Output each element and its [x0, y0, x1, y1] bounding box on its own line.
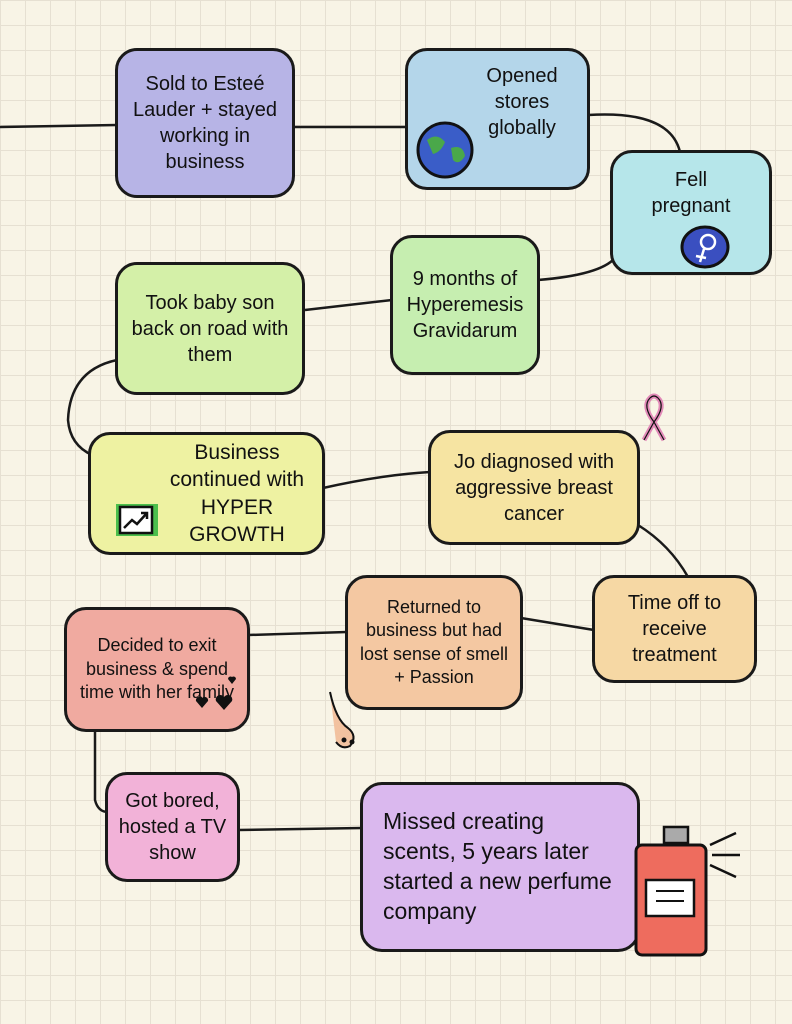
event-tv: Got bored, hosted a TV show [105, 772, 240, 882]
event-text: Missed creating scents, 5 years later st… [383, 808, 612, 924]
event-text: Business continued with HYPER GROWTH [169, 440, 305, 546]
event-diagnosed: Jo diagnosed with aggressive breast canc… [428, 430, 640, 545]
event-sold: Sold to Esteé Lauder + stayed working in… [115, 48, 295, 198]
event-returned: Returned to business but had lost sense … [345, 575, 523, 710]
event-text: Time off to receive treatment [627, 592, 722, 666]
event-exit: Decided to exit business & spend time wi… [64, 607, 250, 732]
event-text: Opened stores globally [486, 65, 558, 139]
event-text: 9 months of Hyperemesis Gravidarum [406, 268, 524, 342]
event-text: Got bored, hosted a TV show [118, 790, 227, 864]
female-symbol-icon [680, 222, 730, 277]
event-text: Returned to business but had lost sense … [359, 596, 509, 687]
event-treatment: Time off to receive treatment [592, 575, 757, 683]
growth-chart-icon [112, 500, 162, 545]
perfume-bottle-icon [628, 825, 748, 965]
globe-icon [415, 120, 475, 185]
event-text: Decided to exit business & spend time wi… [79, 635, 235, 703]
event-perfume: Missed creating scents, 5 years later st… [360, 782, 640, 952]
event-text: Fell pregnant [651, 169, 731, 217]
event-growth: Business continued with HYPER GROWTH [88, 432, 325, 555]
event-hyperemesis: 9 months of Hyperemesis Gravidarum [390, 235, 540, 375]
pink-ribbon-icon [638, 392, 670, 449]
hearts-icon [190, 670, 240, 725]
event-text: Sold to Esteé Lauder + stayed working in… [133, 73, 277, 173]
nose-icon [322, 690, 362, 759]
event-text: Took baby son back on road with them [131, 291, 289, 366]
event-baby: Took baby son back on road with them [115, 262, 305, 395]
event-text: Jo diagnosed with aggressive breast canc… [453, 450, 615, 525]
